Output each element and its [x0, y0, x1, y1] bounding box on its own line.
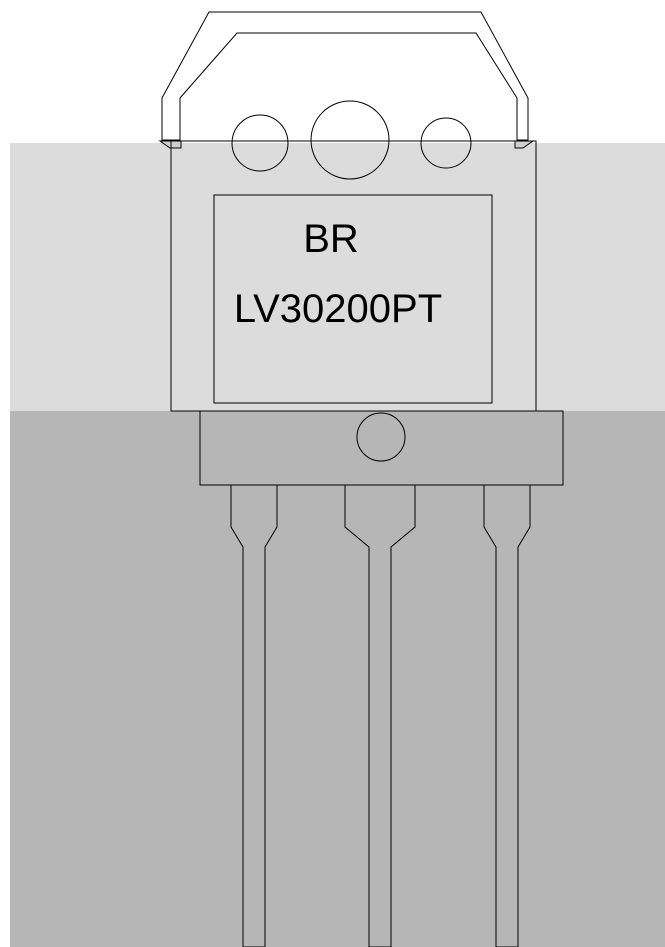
upper-background-band [10, 143, 665, 411]
marking-box [213, 194, 493, 404]
mounting-tab-outline [161, 11, 529, 141]
lower-hole [356, 412, 406, 462]
lead-left [230, 484, 278, 947]
center-hole [310, 100, 390, 180]
left-hole [231, 114, 289, 172]
lead-center [344, 484, 416, 947]
marking-line-2: LV30200PT [234, 287, 442, 331]
marking-line-1: BR [303, 217, 359, 261]
right-hole [420, 117, 472, 169]
lead-right [483, 484, 531, 947]
lower-background-band [10, 411, 665, 947]
